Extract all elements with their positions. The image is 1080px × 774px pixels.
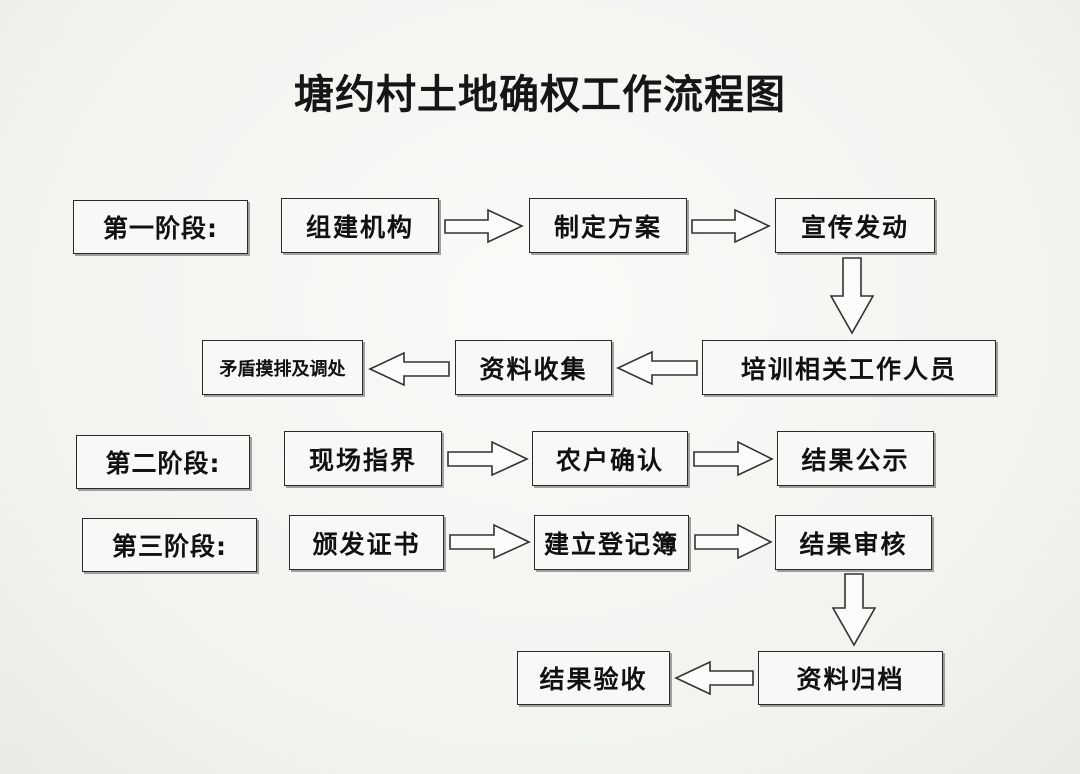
step-draft-plan: 制定方案 (529, 198, 687, 253)
step-farmer-confirm: 农户确认 (532, 431, 688, 486)
arrow-down-icon (831, 573, 877, 647)
page-title: 塘约村土地确权工作流程图 (294, 71, 786, 118)
arrow-right-icon (444, 208, 524, 244)
step-establish-register: 建立登记簿 (534, 515, 689, 570)
arrow-left-icon (674, 660, 754, 696)
step-resolve-disputes: 矛盾摸排及调处 (202, 340, 363, 395)
arrow-right-icon (694, 523, 773, 560)
arrow-left-icon (368, 351, 450, 387)
step-onsite-boundary: 现场指界 (284, 431, 442, 486)
stage-3-label: 第三阶段: (82, 518, 257, 572)
step-publicize-results: 结果公示 (777, 431, 934, 486)
arrow-down-icon (829, 257, 875, 335)
step-collect-materials: 资料收集 (455, 340, 612, 395)
arrow-right-icon (691, 208, 771, 244)
arrow-left-icon (616, 350, 698, 386)
step-accept-results: 结果验收 (517, 651, 670, 705)
step-issue-certificates: 颁发证书 (289, 515, 444, 570)
arrow-right-icon (449, 523, 531, 560)
stage-1-label: 第一阶段: (73, 200, 248, 254)
step-publicize-mobilize: 宣传发动 (775, 198, 935, 253)
step-archive-materials: 资料归档 (758, 651, 943, 705)
step-review-results: 结果审核 (775, 515, 932, 570)
step-form-organization: 组建机构 (281, 198, 439, 253)
step-train-staff: 培训相关工作人员 (702, 340, 996, 395)
stage-2-label: 第二阶段: (76, 435, 250, 489)
arrow-right-icon (693, 440, 774, 477)
arrow-right-icon (447, 440, 529, 477)
